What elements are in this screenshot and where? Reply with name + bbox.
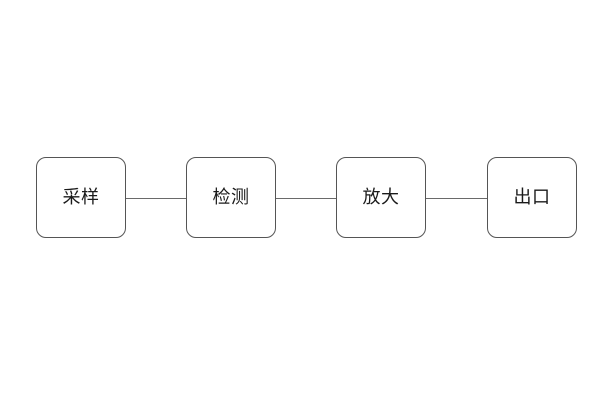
flow-node-label: 放大 (362, 186, 400, 208)
flow-connector-2 (276, 198, 336, 199)
flow-node-label: 采样 (62, 186, 100, 208)
flow-node-label: 出口 (513, 186, 551, 208)
flow-node-detection[interactable]: 检测 (186, 157, 276, 238)
flow-node-outlet[interactable]: 出口 (487, 157, 577, 238)
flow-node-amplification[interactable]: 放大 (336, 157, 426, 238)
flow-node-sampling[interactable]: 采样 (36, 157, 126, 238)
flow-connector-3 (426, 198, 487, 199)
flow-connector-1 (126, 198, 186, 199)
flow-node-label: 检测 (212, 186, 250, 208)
